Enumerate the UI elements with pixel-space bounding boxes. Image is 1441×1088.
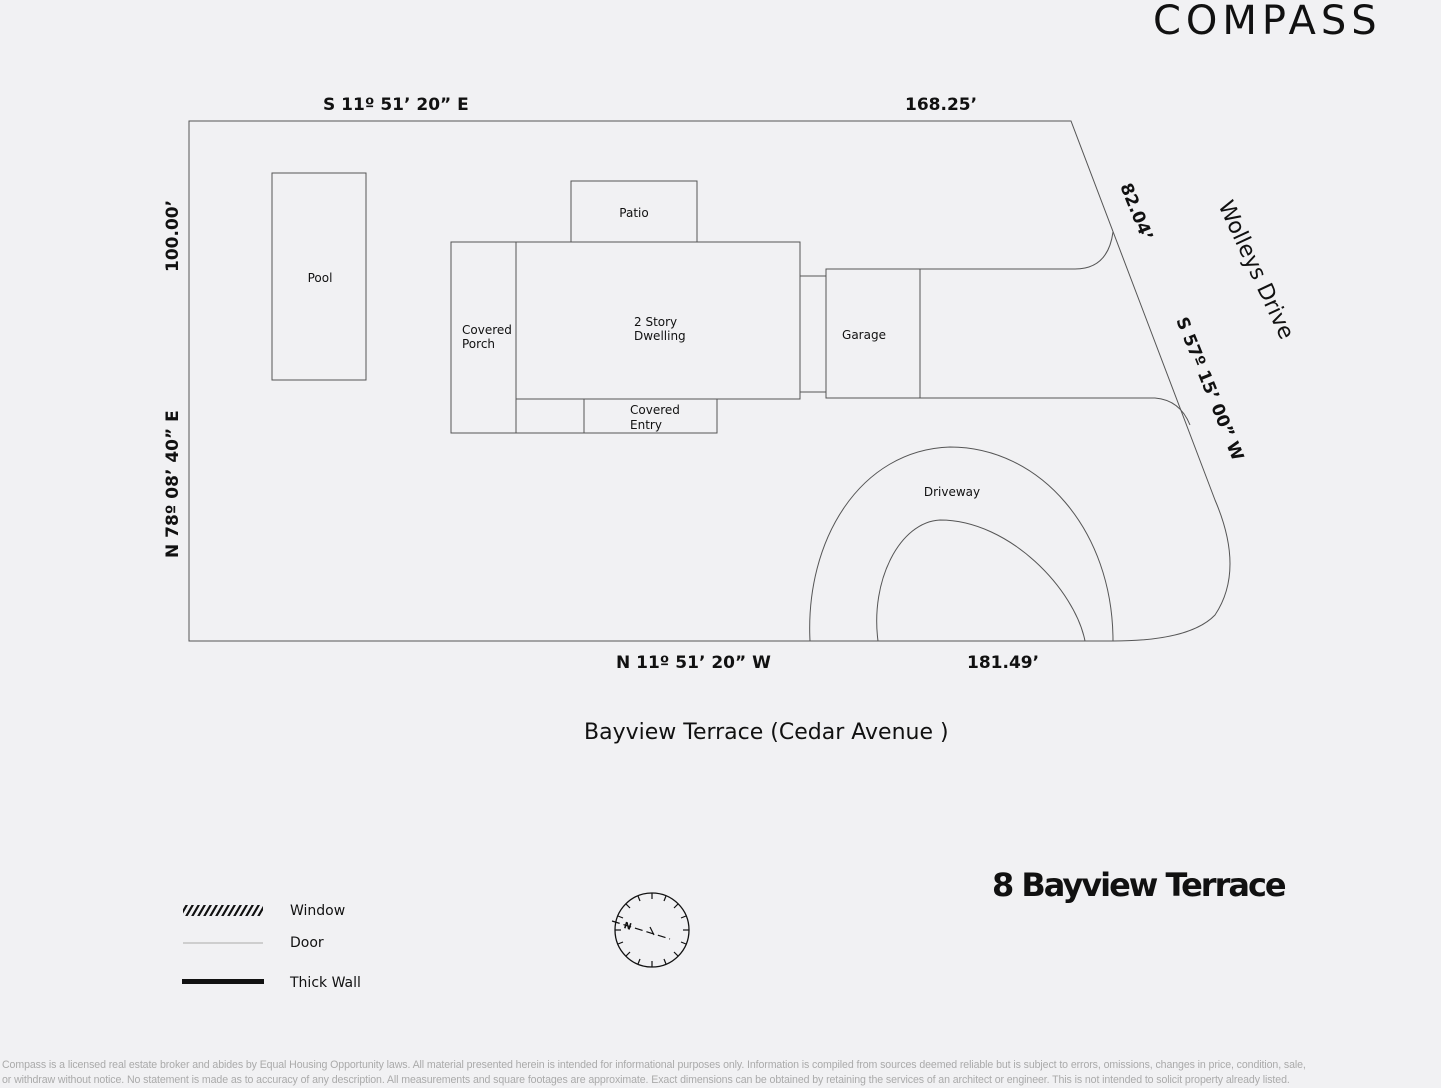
porch-label-1: Covered	[462, 323, 512, 337]
connector-bottom	[800, 391, 827, 398]
right-bearing: S 57º 15’ 00” W	[1171, 314, 1247, 463]
connector-top	[800, 269, 827, 277]
bottom-length: 181.49’	[967, 653, 1039, 673]
pool-label: Pool	[308, 271, 333, 285]
top-bearing: S 11º 51’ 20” E	[323, 95, 469, 115]
bottom-bearing: N 11º 51’ 20” W	[616, 653, 771, 673]
north-arrow-icon: N	[611, 892, 690, 968]
compass-n-label: N	[622, 921, 632, 933]
porch-label-2: Porch	[462, 337, 495, 351]
address-title: 8 Bayview Terrace	[992, 866, 1287, 904]
right-top-length: 82.04’	[1115, 180, 1156, 243]
disclaimer: Compass is a licensed real estate broker…	[2, 1058, 1438, 1088]
street-bottom: Bayview Terrace (Cedar Avenue )	[584, 720, 949, 745]
garage	[825, 268, 921, 399]
street-right: Wolleys Drive	[1213, 197, 1299, 343]
legend-door-label: Door	[290, 935, 324, 951]
pool	[271, 172, 367, 381]
curb-upper	[920, 231, 1114, 270]
disclaimer-line-2: or withdraw without notice. No statement…	[2, 1074, 1290, 1086]
covered-entry	[583, 398, 718, 434]
legend-window-label: Window	[290, 903, 346, 919]
entry-label-2: Entry	[630, 418, 662, 432]
patio-label: Patio	[619, 206, 648, 220]
legend-thick-wall-label: Thick Wall	[290, 975, 361, 991]
left-bearing: N 78º 08’ 40” E	[163, 410, 183, 558]
entry-label-1: Covered	[630, 403, 680, 417]
driveway-outer	[809, 446, 1114, 642]
left-length: 100.00’	[163, 200, 183, 272]
top-length: 168.25’	[905, 95, 977, 115]
thick-wall-legend-icon	[182, 979, 264, 984]
curb-lower	[920, 397, 1191, 426]
dwelling-label-2: Dwelling	[634, 329, 686, 343]
window-legend-icon	[183, 905, 263, 916]
driveway-label: Driveway	[924, 485, 980, 499]
lot-boundary	[188, 120, 1231, 642]
dwelling-label-1: 2 Story	[634, 315, 677, 329]
compass-logo: COMPASS	[1153, 0, 1382, 44]
garage-label: Garage	[842, 328, 886, 342]
driveway-inner	[876, 519, 1086, 642]
disclaimer-line-1: Compass is a licensed real estate broker…	[2, 1059, 1306, 1071]
